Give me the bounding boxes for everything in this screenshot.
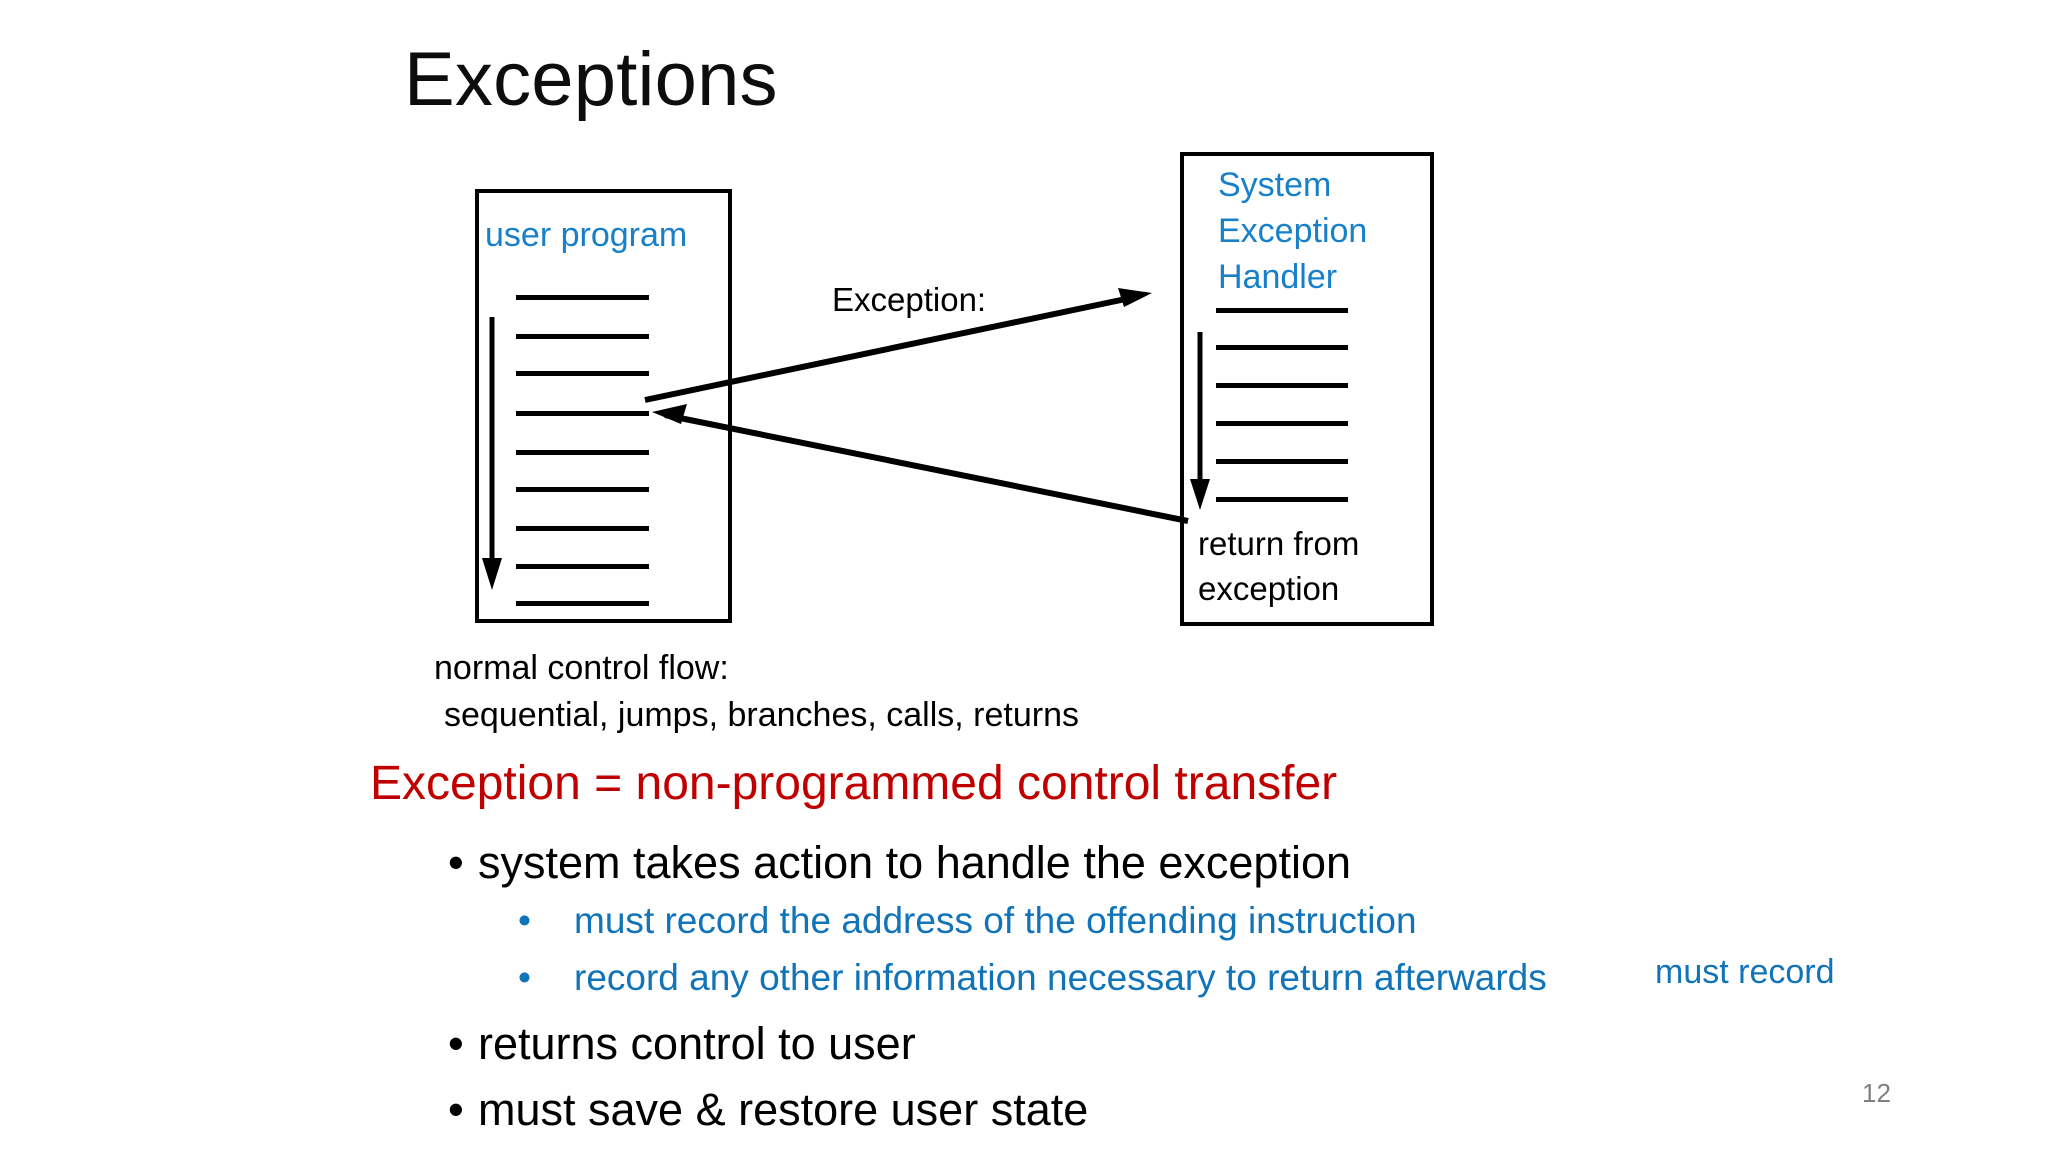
side-note-must-record: must record (1655, 953, 1835, 991)
instruction-line (516, 564, 649, 569)
bullet-glyph: • (518, 957, 531, 998)
return-from-exception-label: return from exception (1198, 525, 1360, 607)
instruction-line (516, 411, 649, 416)
bullet-item: • record any other information necessary … (518, 959, 1547, 996)
instruction-line (516, 526, 649, 531)
page-number: 12 (1862, 1078, 1891, 1108)
system-exception-handler-box (1180, 152, 1434, 626)
instruction-line (1216, 421, 1348, 426)
bullet-item: • must record the address of the offendin… (518, 902, 1417, 939)
bullet-item: • system takes action to handle the excep… (448, 840, 1351, 885)
normal-control-flow-line1: normal control flow: (434, 649, 729, 687)
instruction-line (516, 487, 649, 492)
bullet-text: must save & restore user state (478, 1084, 1089, 1135)
user-program-box (475, 189, 732, 623)
user-program-flow-arrow (482, 317, 502, 590)
instruction-line (1216, 345, 1348, 350)
normal-control-flow-caption: normal control flow: sequential, jumps, … (434, 645, 1079, 739)
bullet-text: record any other information necessary t… (574, 957, 1547, 998)
bullet-item: • must save & restore user state (448, 1087, 1088, 1132)
instruction-line (1216, 383, 1348, 388)
bullet-text: must record the address of the offending… (574, 900, 1417, 941)
slide-title: Exceptions (404, 37, 778, 122)
bullet-item: • returns control to user (448, 1021, 916, 1066)
instruction-line (516, 295, 649, 300)
system-exception-handler-title: System Exception Handler (1218, 166, 1368, 296)
bullet-text: system takes action to handle the except… (478, 837, 1352, 888)
bullet-glyph: • (448, 1084, 464, 1135)
exception-arrow-label: Exception: (832, 281, 987, 318)
instruction-line (516, 450, 649, 455)
instruction-line (1216, 497, 1348, 502)
user-program-title: user program (485, 216, 688, 254)
instruction-line (516, 334, 649, 339)
instruction-line (1216, 459, 1348, 464)
instruction-line (516, 601, 649, 606)
bullet-glyph: • (448, 1018, 464, 1069)
instruction-line (516, 371, 649, 376)
bullet-text: returns control to user (478, 1018, 916, 1069)
bullet-glyph: • (448, 837, 464, 888)
handler-flow-arrow (1190, 332, 1210, 510)
exception-definition-heading: Exception = non-programmed control trans… (370, 757, 1338, 810)
instruction-line (1216, 308, 1348, 313)
normal-control-flow-line2: sequential, jumps, branches, calls, retu… (444, 696, 1079, 734)
bullet-glyph: • (518, 900, 531, 941)
